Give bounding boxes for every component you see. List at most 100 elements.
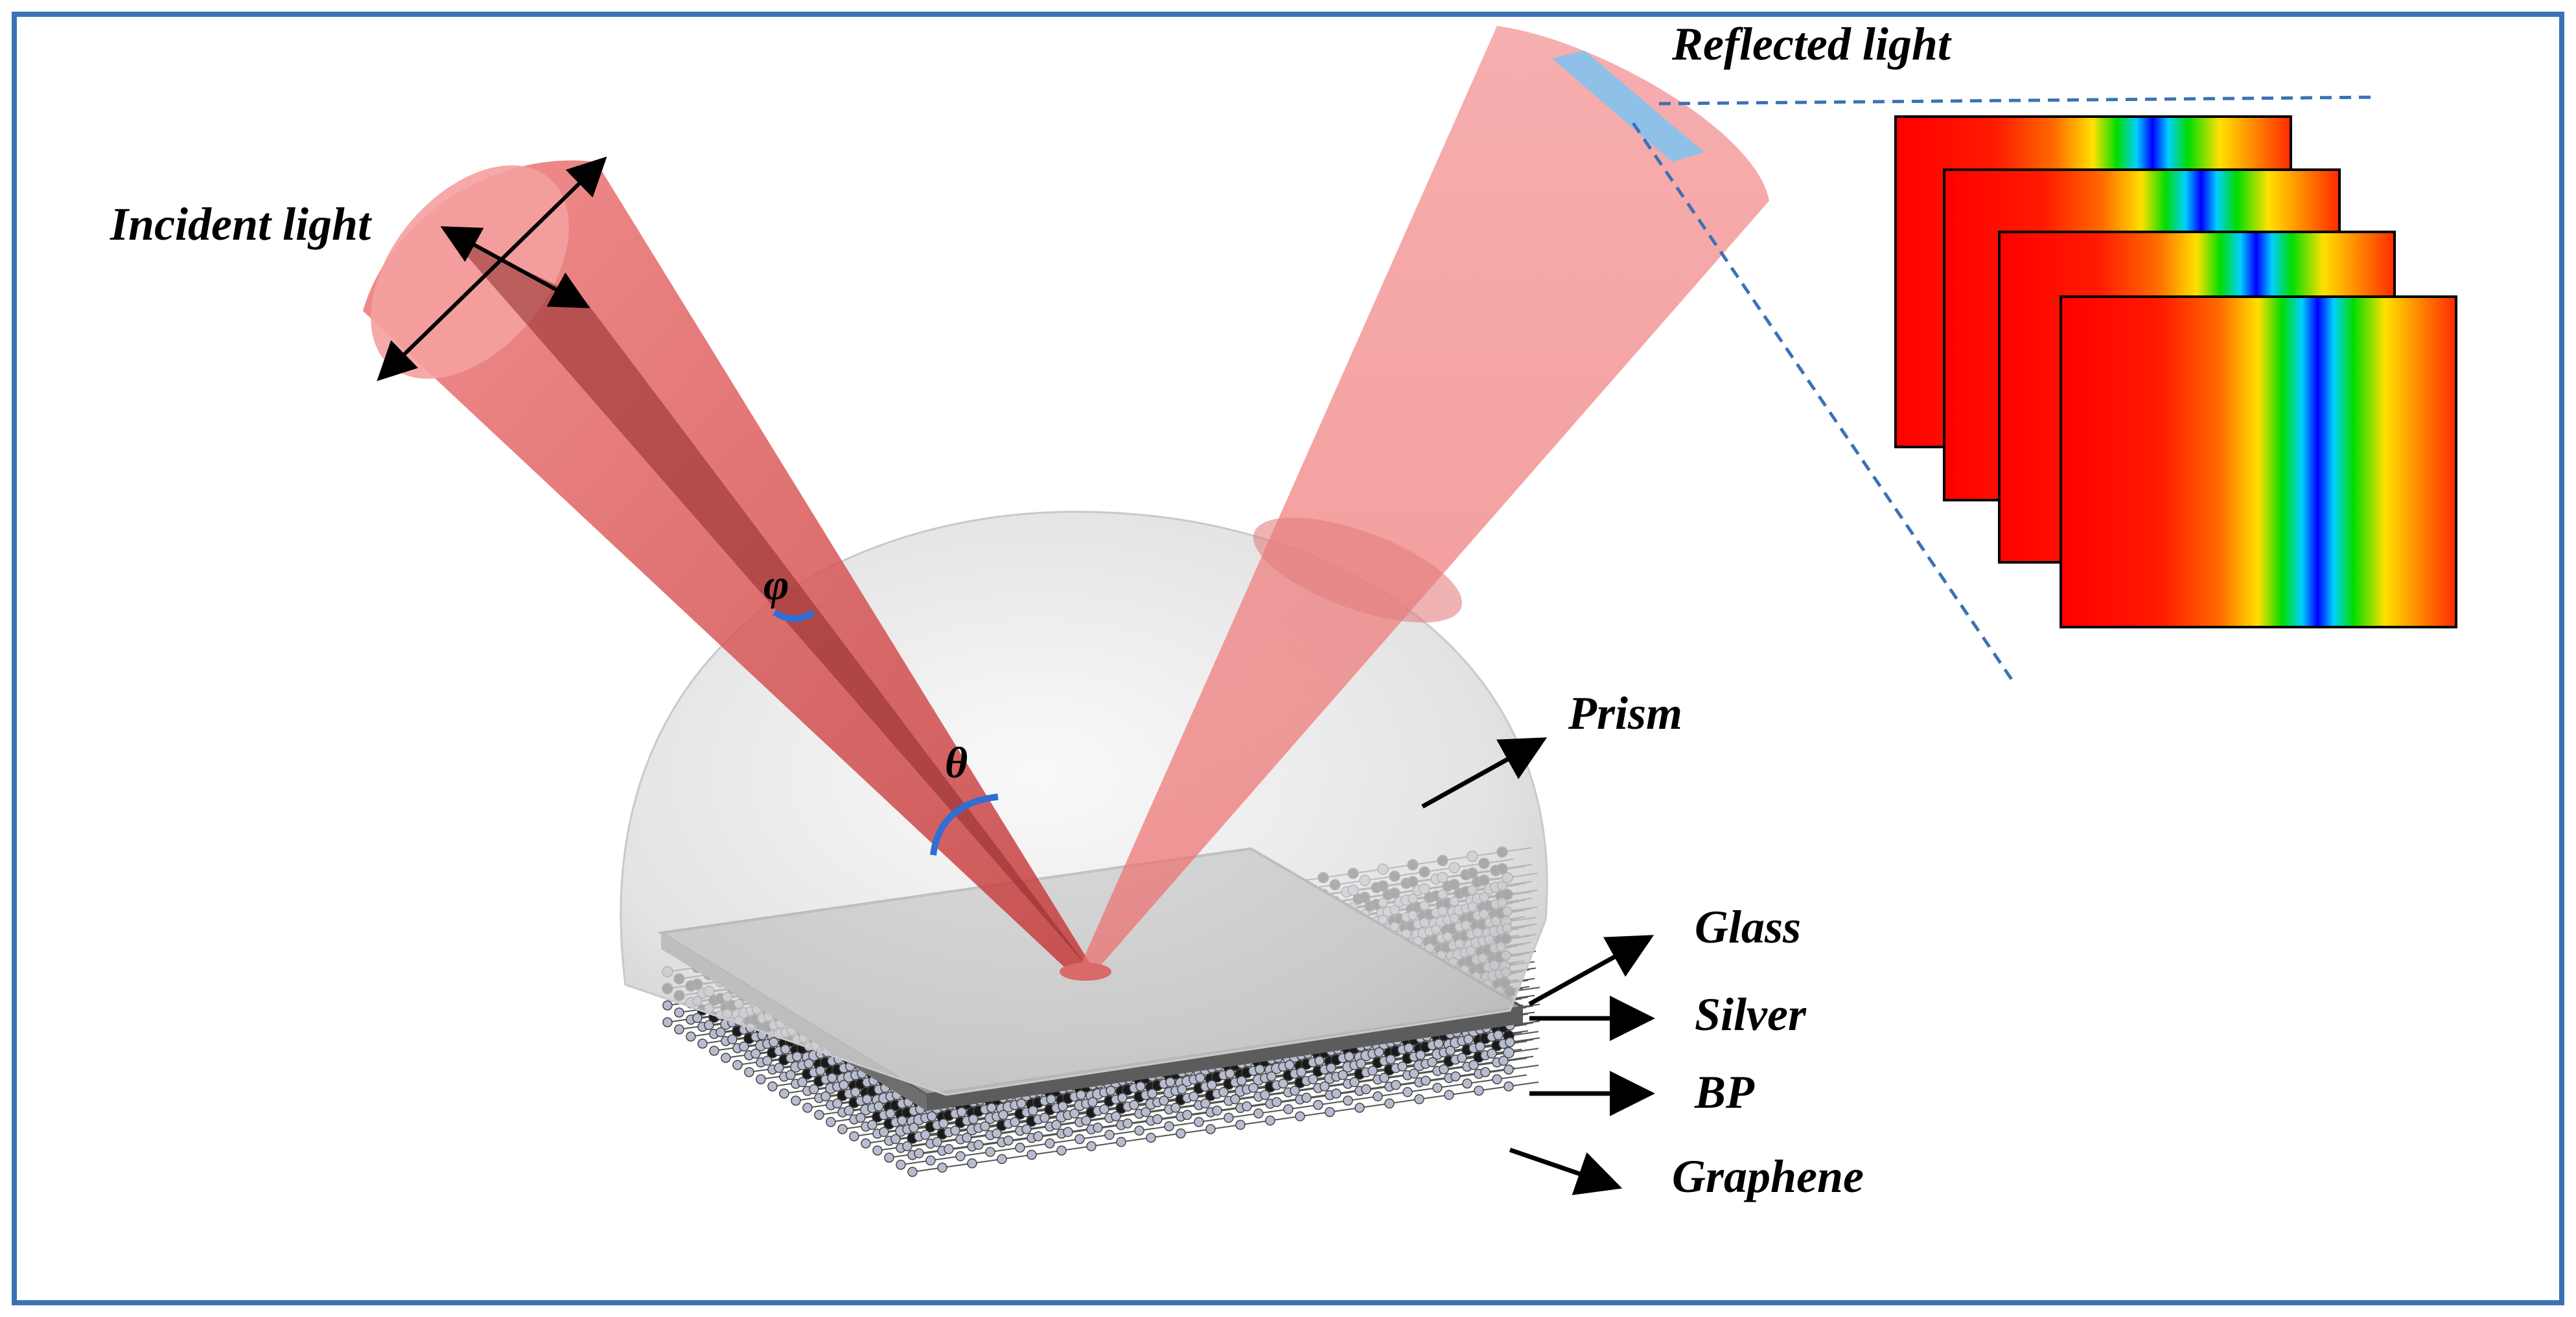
lattice-atom xyxy=(1134,1125,1144,1136)
lattice-atom xyxy=(938,1118,949,1128)
lattice-atom xyxy=(1301,1092,1312,1103)
lattice-atom xyxy=(1450,1071,1461,1082)
lattice-atom xyxy=(1248,1082,1259,1093)
lattice-atom xyxy=(885,1108,896,1119)
lattice-atom xyxy=(697,1038,708,1049)
lattice-atom xyxy=(1296,1067,1306,1077)
lattice-atom xyxy=(820,1091,831,1102)
lattice-atom xyxy=(998,1110,1008,1120)
lattice-atom xyxy=(792,1051,802,1062)
lattice-atom xyxy=(1462,1078,1472,1089)
lattice-atom xyxy=(985,1147,995,1157)
polarization-arrow-short xyxy=(440,226,590,308)
lattice-atom xyxy=(1058,1101,1068,1112)
lattice-atom xyxy=(902,1141,912,1152)
lattice-atom xyxy=(986,1103,997,1113)
lattice-atom xyxy=(850,1087,861,1097)
lattice-atom xyxy=(1480,1067,1491,1077)
lattice-atom xyxy=(874,1101,884,1112)
lattice-atom xyxy=(1284,1060,1295,1070)
lattice-atom xyxy=(1242,1101,1252,1112)
lattice-atom xyxy=(914,1148,924,1159)
lattice-atom xyxy=(791,1095,801,1106)
lattice-atom xyxy=(744,1067,754,1077)
lattice-atom xyxy=(1236,1075,1247,1086)
lattice-atom xyxy=(1474,1085,1484,1096)
lattice-atom xyxy=(785,1070,796,1081)
lattice-atom xyxy=(1033,1131,1043,1141)
lattice-atom xyxy=(1343,1095,1353,1106)
lattice-atom xyxy=(957,1106,967,1117)
phi-angle-arc xyxy=(772,609,815,622)
lattice-atom xyxy=(1487,1048,1497,1059)
lattice-atom xyxy=(1164,1121,1174,1132)
lattice-atom xyxy=(1373,1091,1383,1102)
theta-label: θ xyxy=(945,738,968,787)
lattice-atom xyxy=(674,1024,684,1035)
lattice-atom xyxy=(1225,1068,1235,1079)
lattice-atom xyxy=(1427,1057,1437,1068)
incident-light-label: Incident light xyxy=(110,198,372,250)
lattice-atom xyxy=(1445,1046,1456,1056)
lattice-atom xyxy=(1081,1116,1091,1126)
silver-label: Silver xyxy=(1695,989,1807,1040)
lattice-atom xyxy=(1492,1074,1502,1084)
lattice-atom xyxy=(1159,1095,1169,1106)
lattice-atom xyxy=(1433,1038,1444,1049)
lattice-atom xyxy=(1356,1059,1366,1069)
lattice-atom xyxy=(1046,1094,1056,1105)
lattice-atom xyxy=(1265,1116,1275,1126)
lattice-atom xyxy=(1402,1087,1413,1097)
lattice-atom xyxy=(1093,1123,1103,1133)
lattice-atom xyxy=(1230,1094,1240,1105)
lattice-atom xyxy=(1319,1081,1330,1092)
lattice-atom xyxy=(1415,1049,1426,1060)
lattice-atom xyxy=(721,1053,731,1063)
lattice-atom xyxy=(927,1111,937,1121)
lattice-atom xyxy=(1503,1081,1514,1092)
graphene-label: Graphene xyxy=(1672,1151,1864,1202)
lattice-atom xyxy=(804,1059,814,1069)
lattice-atom xyxy=(1338,1070,1348,1081)
lattice-atom xyxy=(1397,1061,1408,1071)
lattice-atom xyxy=(944,1144,954,1154)
lattice-atom xyxy=(950,1125,960,1136)
lattice-atom xyxy=(1235,1119,1246,1130)
lattice-atom xyxy=(1141,1106,1151,1117)
lattice-atom xyxy=(762,1055,772,1066)
lattice-atom xyxy=(1212,1105,1222,1116)
lattice-atom xyxy=(1111,1111,1121,1121)
lattice-atom xyxy=(1457,1053,1467,1063)
lattice-atom xyxy=(686,1031,696,1042)
lattice-atom xyxy=(809,1084,819,1095)
lattice-atom xyxy=(1379,1073,1389,1083)
lattice-atom xyxy=(662,1017,673,1027)
lattice-atom xyxy=(1076,1090,1086,1100)
lattice-atom xyxy=(1439,1064,1449,1075)
lattice-atom xyxy=(897,1116,907,1126)
lattice-atom xyxy=(844,1105,854,1116)
lattice-atom xyxy=(867,1119,877,1130)
lattice-atom xyxy=(1205,1124,1216,1134)
lattice-atom xyxy=(1135,1081,1146,1092)
lattice-atom xyxy=(1010,1117,1020,1127)
lattice-atom xyxy=(1313,1099,1323,1110)
figure-frame xyxy=(12,12,2564,1305)
theta-angle-arc xyxy=(930,794,999,856)
lattice-atom xyxy=(802,1103,813,1113)
lattice-atom xyxy=(1152,1114,1163,1125)
lattice-atom xyxy=(1414,1094,1424,1105)
lattice-atom xyxy=(855,1112,866,1123)
lattice-atom xyxy=(1475,1041,1485,1052)
lattice-atom xyxy=(1468,1060,1479,1070)
lattice-atom xyxy=(1182,1110,1192,1120)
lattice-atom xyxy=(1266,1071,1277,1082)
lattice-atom xyxy=(1326,1062,1336,1073)
lattice-atom xyxy=(879,1127,889,1138)
lattice-atom xyxy=(1045,1138,1055,1149)
detector-patch xyxy=(1552,51,1704,162)
reflectance-map-4 xyxy=(2060,295,2457,628)
lattice-atom xyxy=(1063,1127,1073,1138)
lattice-atom xyxy=(937,1162,947,1173)
